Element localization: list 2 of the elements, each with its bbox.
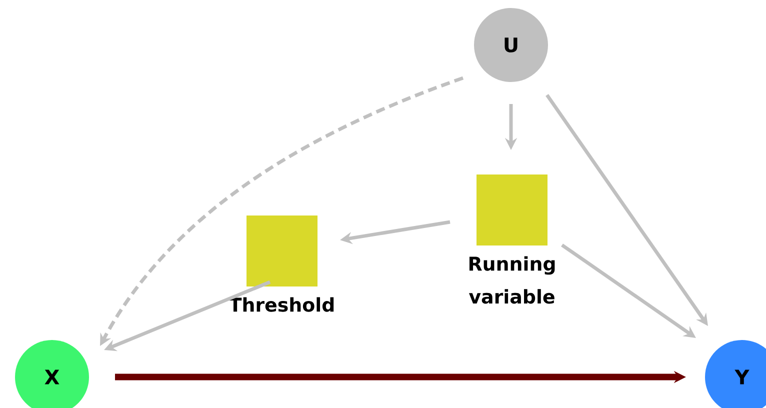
node-label: Threshold [228, 297, 334, 312]
node-label: Running variable [469, 256, 555, 304]
